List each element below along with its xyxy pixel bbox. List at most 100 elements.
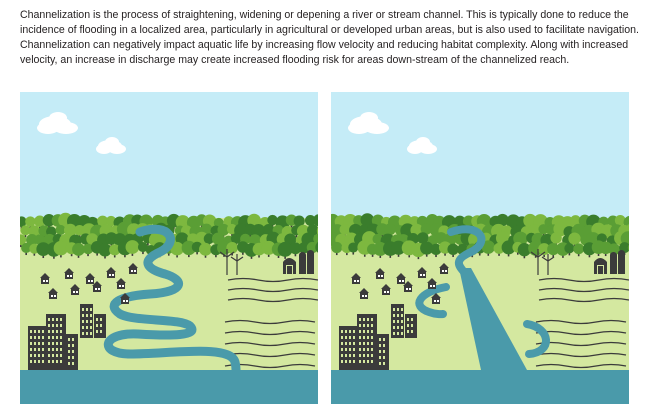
tree-icon xyxy=(34,215,46,229)
water-bottom xyxy=(331,370,629,404)
tree-icon xyxy=(360,213,375,229)
house-icon xyxy=(85,273,95,284)
tree-icon xyxy=(312,214,318,227)
office-building-icon xyxy=(66,334,78,370)
house-icon xyxy=(48,288,58,299)
cloud-icon xyxy=(37,112,78,134)
barn-icon xyxy=(594,258,607,274)
office-building-icon xyxy=(80,304,93,338)
wind-turbine-icon xyxy=(219,249,244,275)
tree-icon xyxy=(20,225,31,238)
tree-icon xyxy=(496,213,509,229)
house-icon xyxy=(427,278,437,289)
house-icon xyxy=(70,284,80,295)
tree-icon xyxy=(331,241,343,256)
tree-icon xyxy=(36,242,51,259)
city-buildings xyxy=(339,304,417,370)
tree-icon xyxy=(304,214,316,228)
house-icon xyxy=(381,284,391,295)
tree-icon xyxy=(573,243,585,257)
tree-icon xyxy=(98,243,112,259)
tree-icon xyxy=(181,240,197,258)
natural-river-illustration xyxy=(20,92,318,404)
office-building-icon xyxy=(94,314,106,338)
tree-icon xyxy=(26,233,38,248)
tree-icon xyxy=(20,216,27,229)
tree-icon xyxy=(462,215,475,230)
tree-icon xyxy=(137,241,149,255)
wind-turbine-icon xyxy=(530,249,555,275)
natural-river-panel xyxy=(20,92,318,404)
description-text: Channelization is the process of straigh… xyxy=(20,9,639,66)
houses xyxy=(351,263,449,304)
office-building-icon xyxy=(46,314,66,370)
channelized-river-illustration xyxy=(331,92,629,404)
tree-icon xyxy=(21,242,32,256)
house-icon xyxy=(351,273,361,284)
tree-icon xyxy=(493,242,505,256)
tree-icon xyxy=(72,242,85,258)
house-icon xyxy=(106,267,116,278)
house-icon xyxy=(92,281,102,292)
tree-icon xyxy=(277,241,293,259)
house-icon xyxy=(64,268,74,279)
city-buildings xyxy=(28,304,106,370)
tree-icon xyxy=(63,223,77,239)
tree-icon xyxy=(53,240,69,258)
meandering-river xyxy=(104,224,241,404)
house-icon xyxy=(40,273,50,284)
sky xyxy=(20,92,318,222)
tree-icon xyxy=(42,213,56,229)
tree-icon xyxy=(267,214,278,228)
tree-icon xyxy=(348,242,359,255)
tree-icon xyxy=(316,226,318,235)
water-bottom xyxy=(20,370,318,404)
house-icon xyxy=(439,263,449,274)
tree-icon xyxy=(523,213,537,230)
channelized-river-panel xyxy=(331,92,629,404)
oxbow-remnant-left xyxy=(415,283,450,319)
tree-icon xyxy=(293,215,305,229)
tree-icon xyxy=(298,242,310,256)
office-building-icon xyxy=(28,326,46,370)
tree-icon xyxy=(517,242,532,259)
tree-icon xyxy=(620,231,629,249)
tree-icon xyxy=(315,241,318,253)
sky xyxy=(331,92,629,222)
cloud-icon xyxy=(407,137,437,154)
tree-icon xyxy=(547,243,560,258)
tree-icon xyxy=(420,223,433,237)
house-icon xyxy=(396,273,406,284)
tree-icon xyxy=(538,224,549,237)
house-icon xyxy=(128,263,138,274)
office-building-icon xyxy=(391,304,404,338)
tree-icon xyxy=(230,233,242,246)
tree-icon xyxy=(420,241,434,257)
barn-icon xyxy=(283,258,296,274)
oxbow-remnant-right xyxy=(523,320,550,358)
tree-icon xyxy=(501,240,516,257)
tree-icon xyxy=(614,214,626,228)
house-icon xyxy=(403,281,413,292)
tree-icon xyxy=(430,243,442,258)
tree-icon xyxy=(226,241,238,256)
tree-icon xyxy=(203,233,215,247)
house-icon xyxy=(120,293,130,304)
tree-icon xyxy=(289,242,302,257)
tree-icon xyxy=(550,232,562,246)
tree-icon xyxy=(125,240,140,256)
tree-icon xyxy=(416,232,429,246)
office-building-icon xyxy=(377,334,389,370)
silo-icon xyxy=(299,250,314,274)
cloud-icon xyxy=(96,137,126,154)
tree-icon xyxy=(383,223,396,238)
house-icon xyxy=(116,278,126,289)
tree-icon xyxy=(481,240,495,256)
crop-rows-icon xyxy=(535,277,629,369)
tree-icon xyxy=(170,241,184,258)
tree-icon xyxy=(109,244,121,258)
tree-icon xyxy=(627,244,629,252)
house-icon xyxy=(417,267,427,278)
tree-icon xyxy=(568,232,581,247)
crop-rows-icon xyxy=(224,277,318,369)
